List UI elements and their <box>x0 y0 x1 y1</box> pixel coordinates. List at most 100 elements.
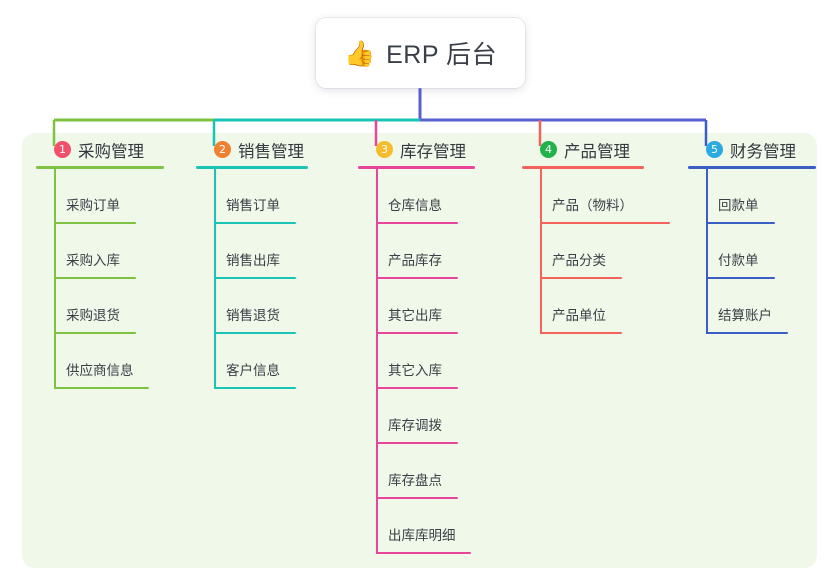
branch-item[interactable]: 采购订单 <box>36 169 164 224</box>
branch-item-label: 产品分类 <box>552 253 606 268</box>
branch-header-5[interactable]: 5 财务管理 <box>688 133 816 166</box>
branch-item-label: 其它入库 <box>388 363 442 378</box>
branch-item[interactable]: 客户信息 <box>196 334 308 389</box>
branch-item[interactable]: 供应商信息 <box>36 334 164 389</box>
branch-spine <box>540 169 542 334</box>
branch-item-underline <box>540 332 622 334</box>
branch-column-4: 4 产品管理产品（物料） 产品分类产品单位 <box>522 133 670 334</box>
branch-item-underline <box>376 387 458 389</box>
branch-item[interactable]: 产品单位 <box>522 279 644 334</box>
branch-header-2[interactable]: 2 销售管理 <box>196 133 308 166</box>
branch-header-1[interactable]: 1 采购管理 <box>36 133 164 166</box>
branch-item[interactable]: 结算账户 <box>688 279 816 334</box>
branch-item-underline <box>706 332 788 334</box>
branch-item[interactable]: 产品库存 <box>358 224 475 279</box>
branch-title: 销售管理 <box>238 142 304 161</box>
branch-title: 财务管理 <box>730 142 796 161</box>
branch-item-label: 产品（物料） <box>552 198 633 213</box>
branch-items: 销售订单销售出库销售退货客户信息 <box>196 169 308 389</box>
branch-spine <box>214 169 216 389</box>
branch-item-label: 结算账户 <box>718 308 772 323</box>
branch-item[interactable]: 销售出库 <box>196 224 308 279</box>
branch-item-underline <box>706 222 775 224</box>
branch-item-underline <box>376 277 458 279</box>
branches-panel <box>22 133 817 568</box>
thumbs-up-icon: 👍 <box>343 39 376 68</box>
branch-item[interactable]: 销售退货 <box>196 279 308 334</box>
branch-item-label: 客户信息 <box>226 363 280 378</box>
branch-column-2: 2 销售管理销售订单销售出库销售退货客户信息 <box>196 133 308 389</box>
branch-item-label: 销售出库 <box>226 253 280 268</box>
branch-item-label: 采购订单 <box>66 198 120 213</box>
branch-number-badge: 1 <box>54 141 71 158</box>
branch-item-underline <box>540 277 622 279</box>
branch-item-underline <box>214 222 296 224</box>
branch-underline <box>36 166 164 169</box>
branch-item-underline <box>376 497 458 499</box>
branch-item-label: 出库库明细 <box>388 528 456 543</box>
branch-item[interactable]: 产品（物料） <box>522 169 670 224</box>
branch-spine <box>706 169 708 334</box>
branch-item-label: 销售订单 <box>226 198 280 213</box>
branch-item-underline <box>54 277 136 279</box>
branch-item-label: 付款单 <box>718 253 759 268</box>
branch-items: 回款单付款单结算账户 <box>688 169 816 334</box>
branch-item[interactable]: 其它入库 <box>358 334 475 389</box>
branch-item[interactable]: 仓库信息 <box>358 169 475 224</box>
branch-number-badge: 4 <box>540 141 557 158</box>
branch-item[interactable]: 付款单 <box>688 224 816 279</box>
branch-item-underline <box>376 442 458 444</box>
branch-title: 采购管理 <box>78 142 144 161</box>
branch-item-underline <box>54 332 136 334</box>
branch-item-label: 其它出库 <box>388 308 442 323</box>
branch-item[interactable]: 回款单 <box>688 169 816 224</box>
branch-item-underline <box>54 222 136 224</box>
branch-item[interactable]: 采购入库 <box>36 224 164 279</box>
branch-item-underline <box>540 222 670 224</box>
branch-item-underline <box>214 332 296 334</box>
branch-underline <box>196 166 308 169</box>
branch-spine <box>376 169 378 554</box>
branch-number-badge: 2 <box>214 141 231 158</box>
branch-item[interactable]: 其它出库 <box>358 279 475 334</box>
branch-spine <box>54 169 56 389</box>
branch-title: 产品管理 <box>564 142 630 161</box>
branch-item-label: 库存调拨 <box>388 418 442 433</box>
branch-column-1: 1 采购管理采购订单采购入库采购退货供应商信息 <box>36 133 164 389</box>
branch-item-label: 产品库存 <box>388 253 442 268</box>
branch-item-label: 仓库信息 <box>388 198 442 213</box>
branch-item-underline <box>376 552 471 554</box>
branch-underline <box>358 166 475 169</box>
branch-column-5: 5 财务管理回款单付款单结算账户 <box>688 133 816 334</box>
branch-item-underline <box>376 332 458 334</box>
branch-item-underline <box>54 387 149 389</box>
branch-number-badge: 5 <box>706 141 723 158</box>
branch-item[interactable]: 销售订单 <box>196 169 308 224</box>
branch-item[interactable]: 产品分类 <box>522 224 644 279</box>
branch-items: 采购订单采购入库采购退货供应商信息 <box>36 169 164 389</box>
branch-item-label: 采购退货 <box>66 308 120 323</box>
branch-item[interactable]: 出库库明细 <box>358 499 475 554</box>
branch-header-4[interactable]: 4 产品管理 <box>522 133 644 166</box>
branch-items: 仓库信息产品库存其它出库其它入库库存调拨库存盘点出库库明细 <box>358 169 475 554</box>
branch-item-label: 产品单位 <box>552 308 606 323</box>
branch-item-underline <box>214 277 296 279</box>
branch-columns: 1 采购管理采购订单采购入库采购退货供应商信息 2 销售管理销售订单销售出库销售退货客… <box>22 133 817 568</box>
branch-item-underline <box>214 387 296 389</box>
branch-underline <box>522 166 644 169</box>
branch-underline <box>688 166 816 169</box>
branch-items: 产品（物料） 产品分类产品单位 <box>522 169 670 334</box>
branch-item-label: 回款单 <box>718 198 759 213</box>
root-node[interactable]: 👍 ERP 后台 <box>316 18 525 88</box>
branch-item[interactable]: 采购退货 <box>36 279 164 334</box>
branch-item[interactable]: 库存调拨 <box>358 389 475 444</box>
branch-item-underline <box>376 222 458 224</box>
branch-item-label: 销售退货 <box>226 308 280 323</box>
branch-item[interactable]: 库存盘点 <box>358 444 475 499</box>
branch-item-label: 库存盘点 <box>388 473 442 488</box>
branch-item-label: 采购入库 <box>66 253 120 268</box>
branch-title: 库存管理 <box>400 142 466 161</box>
